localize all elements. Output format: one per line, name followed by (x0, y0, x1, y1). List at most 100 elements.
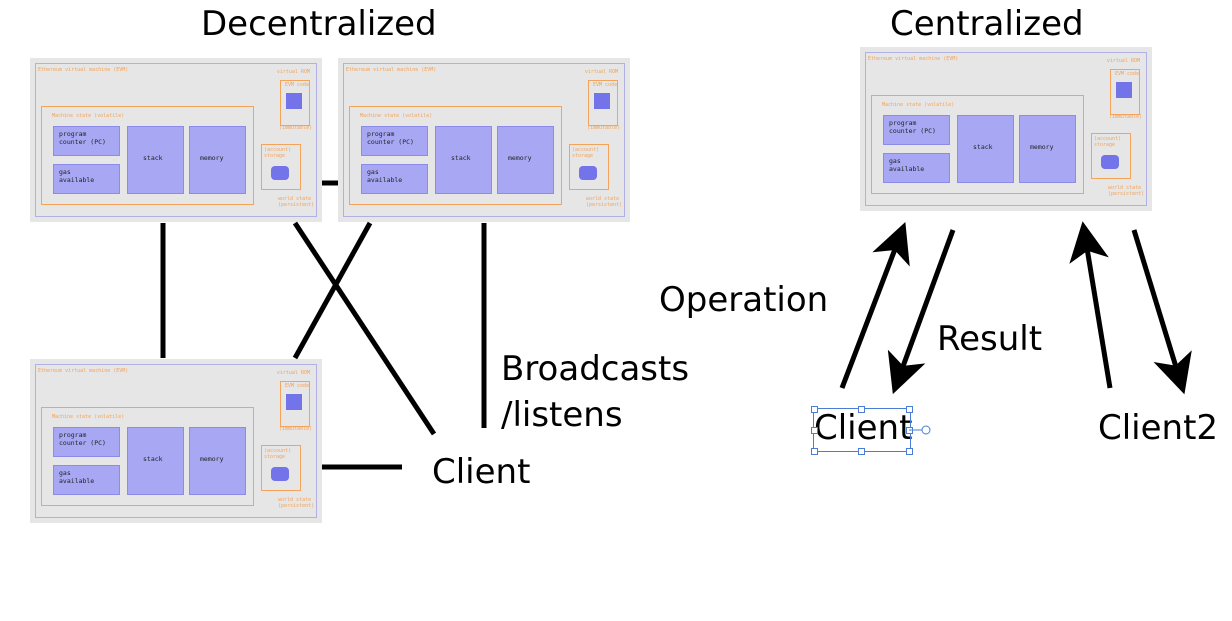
immutable-label: (immutable) (1109, 114, 1143, 120)
world-state-label: world state (278, 497, 312, 503)
storage-box (1091, 133, 1131, 179)
client-label-right[interactable]: Client (814, 408, 913, 448)
arrow-operation (839, 221, 910, 389)
arrow-result (887, 229, 956, 395)
memory-label: memory (200, 455, 224, 463)
storage-label: (account) (572, 147, 600, 153)
evm-title: Ethereum virtual machine (EVM) (346, 67, 437, 73)
storage-label: storage (264, 454, 286, 460)
stack-box (435, 126, 492, 194)
storage-label: storage (572, 153, 594, 159)
evm-title: Ethereum virtual machine (EVM) (38, 368, 129, 374)
machine-state-box (871, 95, 1084, 194)
gas-label: available (59, 477, 95, 485)
evm-border (343, 63, 625, 217)
virtual-rom-label: virtual ROM (1106, 58, 1140, 64)
evm-code-label: EVM code (593, 82, 618, 88)
world-state-label: (persistent) (278, 202, 315, 208)
memory-box (189, 427, 246, 495)
centralized-title: Centralized (890, 4, 1084, 44)
storage-label: (account) (1094, 136, 1122, 142)
evm-server-central: Ethereum virtual machine (EVM) virtual RO… (860, 47, 1152, 211)
evm-node-bottom-left: Ethereum virtual machine (EVM) virtual RO… (30, 359, 322, 523)
program-counter-label: program (59, 431, 87, 439)
evm-node-top-left: Ethereum virtual machine (EVM) virtual RO… (30, 58, 322, 222)
evm-title: Ethereum virtual machine (EVM) (38, 67, 129, 73)
evm-code-label: EVM code (285, 82, 310, 88)
program-counter-label: program (59, 130, 87, 138)
machine-state-box (41, 106, 254, 205)
evm-node-top-right: Ethereum virtual machine (EVM) virtual RO… (338, 58, 630, 222)
gas-label: gas (889, 157, 901, 165)
program-counter-box (53, 427, 120, 457)
decentralized-title: Decentralized (201, 4, 437, 44)
program-counter-box (361, 126, 428, 156)
storage-label: storage (264, 153, 286, 159)
immutable-label: (immutable) (587, 125, 621, 131)
result-label: Result (937, 319, 1043, 359)
world-state-label: (persistent) (278, 503, 315, 509)
program-counter-label: counter (PC) (59, 138, 106, 146)
world-state-label: world state (1108, 185, 1142, 191)
virtual-rom-label: virtual ROM (276, 370, 310, 376)
storage-cylinder (271, 467, 289, 481)
program-counter-label: counter (PC) (889, 127, 936, 135)
arrow-client2-up (1069, 221, 1113, 389)
gas-label: gas (59, 469, 71, 477)
program-counter-box (53, 126, 120, 156)
gas-box (883, 153, 950, 183)
client2-label: Client2 (1098, 408, 1219, 448)
evm-code-label: EVM code (285, 383, 310, 389)
storage-cylinder (271, 166, 289, 180)
gas-label: gas (367, 168, 379, 176)
evm-title: Ethereum virtual machine (EVM) (868, 56, 959, 62)
machine-state-label: Machine state (volatile) (360, 113, 433, 119)
stack-box (127, 126, 184, 194)
evm-code-chip (286, 93, 302, 109)
stack-label: stack (451, 154, 471, 162)
selection-handle[interactable] (811, 427, 818, 434)
immutable-label: (immutable) (279, 426, 313, 432)
world-state-label: (persistent) (586, 202, 623, 208)
evm-code-chip (286, 394, 302, 410)
gas-label: available (367, 176, 403, 184)
evm-code-box (280, 381, 310, 427)
storage-box (261, 144, 301, 190)
selection-handle[interactable] (906, 448, 913, 455)
storage-box (261, 445, 301, 491)
program-counter-label: counter (PC) (367, 138, 414, 146)
selection-handle[interactable] (858, 406, 865, 413)
immutable-label: (immutable) (279, 125, 313, 131)
storage-label: storage (1094, 142, 1116, 148)
machine-state-box (349, 106, 562, 205)
storage-cylinder (579, 166, 597, 180)
broadcasts-label: Broadcasts (501, 349, 690, 389)
memory-box (497, 126, 554, 194)
memory-box (189, 126, 246, 194)
client-label-left: Client (432, 452, 531, 492)
gas-label: available (59, 176, 95, 184)
operation-label: Operation (659, 280, 829, 320)
machine-state-label: Machine state (volatile) (52, 113, 125, 119)
gas-label: gas (59, 168, 71, 176)
listens-label: /listens (501, 395, 623, 435)
storage-label: (account) (264, 448, 292, 454)
virtual-rom-label: virtual ROM (584, 69, 618, 75)
program-counter-label: program (889, 119, 917, 127)
memory-box (1019, 115, 1076, 183)
program-counter-box (883, 115, 950, 145)
gas-box (361, 164, 428, 194)
selection-handle[interactable] (811, 448, 818, 455)
storage-cylinder (1101, 155, 1119, 169)
selection-handle[interactable] (858, 448, 865, 455)
memory-label: memory (200, 154, 224, 162)
memory-label: memory (1030, 143, 1054, 151)
stack-box (127, 427, 184, 495)
selection-handle[interactable] (906, 406, 913, 413)
gas-box (53, 164, 120, 194)
virtual-rom-label: virtual ROM (276, 69, 310, 75)
selection-handle[interactable] (811, 406, 818, 413)
stack-label: stack (143, 154, 163, 162)
storage-box (569, 144, 609, 190)
